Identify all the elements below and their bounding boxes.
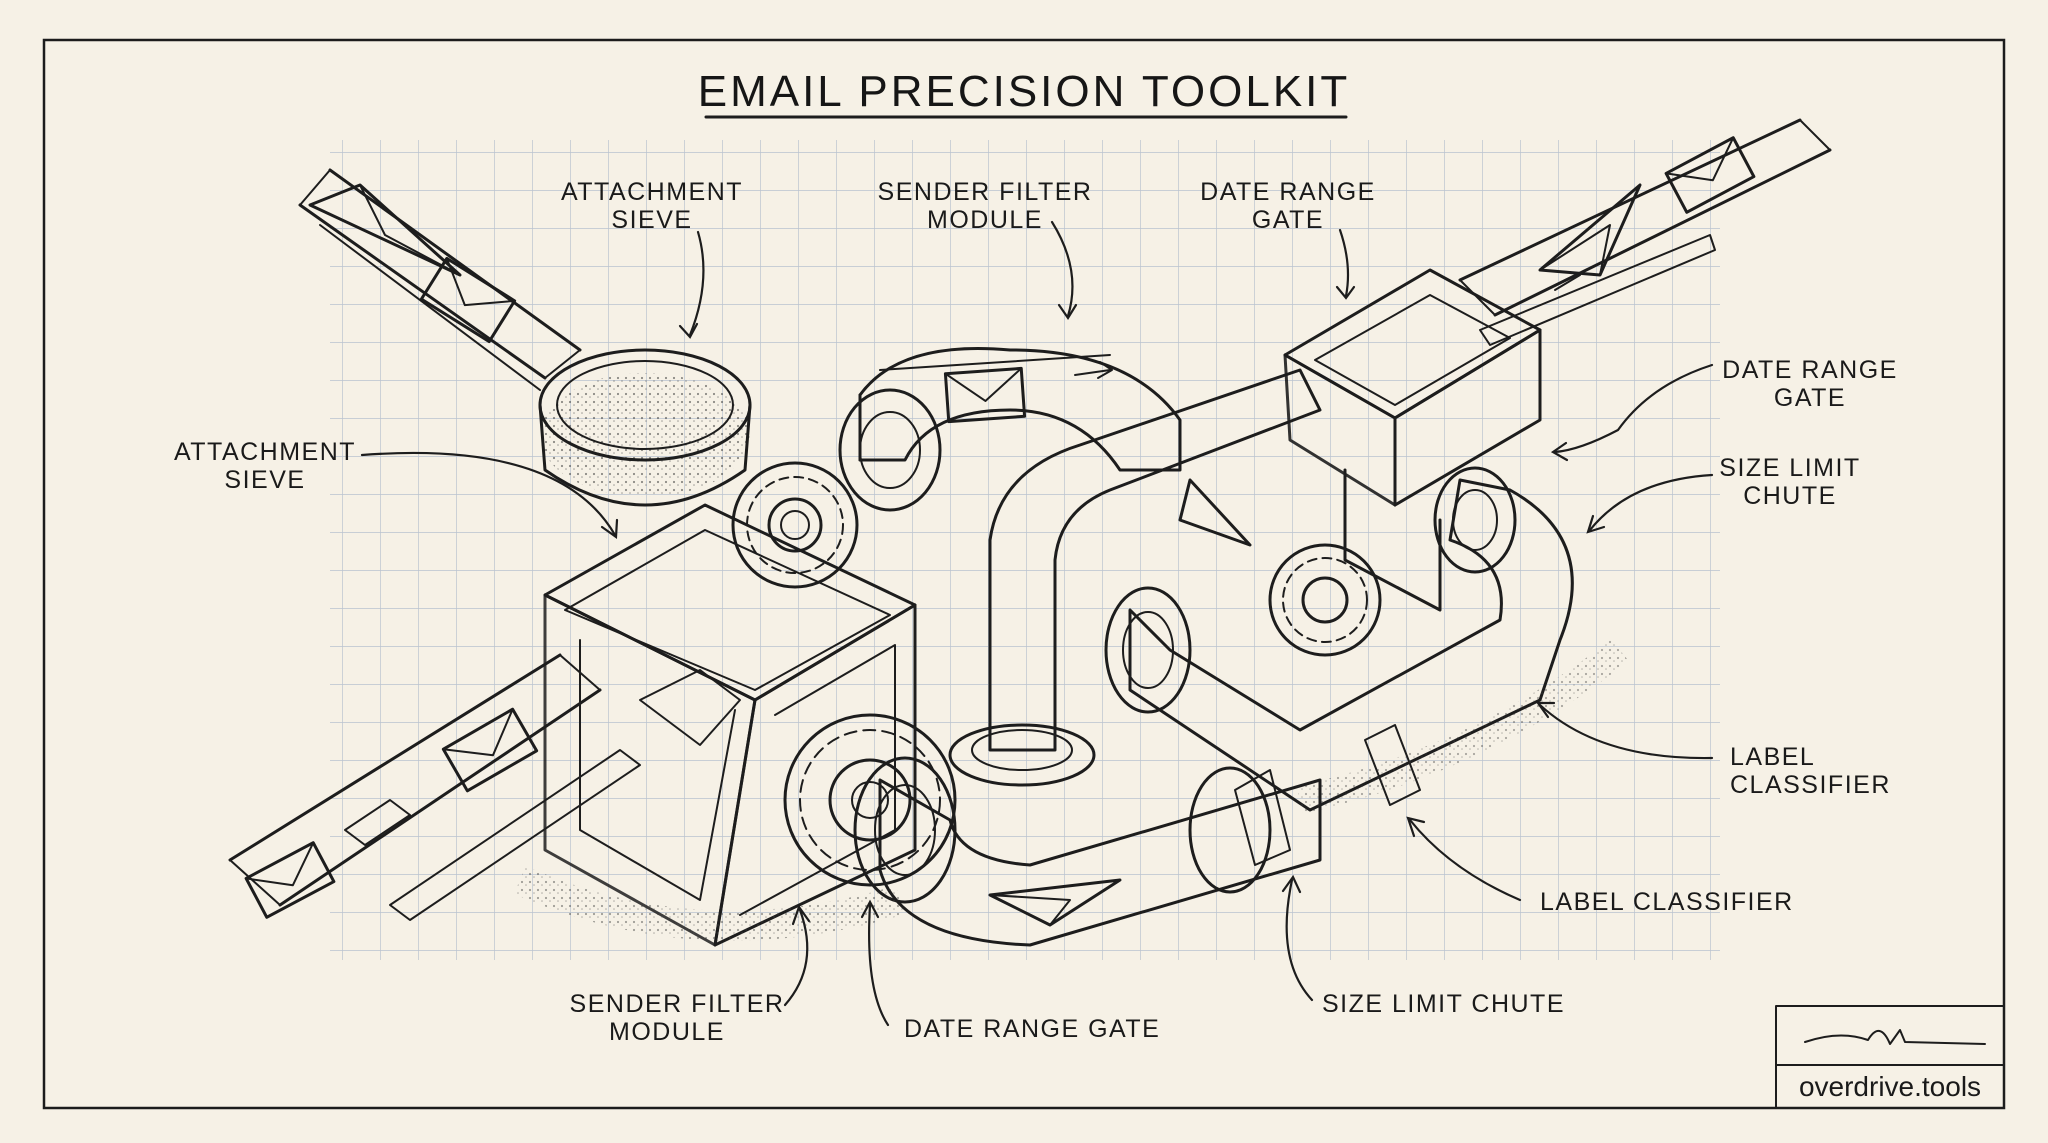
label-sender-filter-bottom: SENDER FILTER MODULE [570, 990, 785, 1046]
leader-line [1408, 818, 1522, 902]
svg-text:SIZE LIMIT: SIZE LIMIT [1719, 454, 1860, 482]
paper-plane-icon [1178, 478, 1252, 547]
central-riser-pipe [948, 368, 1322, 787]
signature-mark-icon [1804, 1029, 1986, 1045]
label-label-classifier-right: LABEL CLASSIFIER [1730, 743, 1891, 799]
signature-block: overdrive.tools [1775, 1005, 2005, 1109]
gear-icon [783, 713, 957, 887]
svg-text:SENDER FILTER: SENDER FILTER [878, 178, 1093, 206]
paper-plane-icon [308, 183, 462, 277]
label-attachment-sieve-top: ATTACHMENT SIEVE [561, 178, 743, 234]
svg-text:GATE: GATE [1252, 206, 1324, 234]
paper-plane-icon [1538, 183, 1642, 277]
label-size-limit-bottom: SIZE LIMIT CHUTE [1322, 990, 1565, 1018]
label-date-range-right: DATE RANGE GATE [1722, 356, 1898, 412]
envelope-icon [441, 707, 539, 793]
leader-line [1553, 363, 1714, 454]
bottom-left-track [228, 653, 641, 921]
label-label-classifier-lower: LABEL CLASSIFIER [1540, 888, 1794, 916]
leader-line [1538, 703, 1714, 760]
envelope-icon [943, 366, 1027, 424]
ground-shadow [1296, 638, 1629, 814]
svg-text:LABEL: LABEL [1730, 743, 1815, 771]
label-sender-filter-top: SENDER FILTER MODULE [878, 178, 1093, 234]
svg-text:ATTACHMENT: ATTACHMENT [561, 178, 743, 206]
gear-icon [1268, 543, 1382, 657]
attachment-sieve-frame [543, 503, 917, 947]
flow-arrow [1074, 369, 1111, 376]
label-size-limit-right: SIZE LIMIT CHUTE [1719, 454, 1860, 510]
svg-text:SENDER FILTER: SENDER FILTER [570, 990, 785, 1018]
leader-line [1588, 473, 1714, 532]
leader-line [1285, 878, 1314, 1002]
sieve-mesh-icon [556, 360, 734, 450]
svg-text:DATE RANGE: DATE RANGE [1722, 356, 1898, 384]
svg-text:CHUTE: CHUTE [1743, 482, 1837, 510]
attachment-sieve-bowl [538, 348, 752, 507]
svg-text:ATTACHMENT: ATTACHMENT [174, 438, 356, 466]
svg-text:GATE: GATE [1774, 384, 1846, 412]
signature-text: overdrive.tools [1799, 1071, 1981, 1102]
funnel-hopper-icon [1314, 294, 1511, 406]
leader-line [1338, 228, 1350, 298]
sender-filter-pipe [838, 346, 1182, 512]
paper-plane-icon [988, 878, 1122, 927]
svg-text:MODULE: MODULE [609, 1018, 725, 1046]
label-attachment-sieve-left: ATTACHMENT SIEVE [174, 438, 356, 494]
top-right-track [1458, 118, 1832, 346]
sheet-border [42, 38, 2006, 1110]
leader-line [868, 903, 890, 1027]
label-date-range-bottom: DATE RANGE GATE [904, 1015, 1160, 1043]
ground-shadow [513, 866, 905, 941]
envelope-icon [1664, 136, 1756, 214]
label-date-range-top: DATE RANGE GATE [1200, 178, 1376, 234]
blueprint-grid [330, 140, 1720, 960]
size-limit-chute-pipe [1104, 466, 1574, 866]
leader-line [1050, 220, 1074, 318]
svg-text:MODULE: MODULE [927, 206, 1043, 234]
svg-text:SIEVE: SIEVE [224, 466, 305, 494]
svg-text:CLASSIFIER: CLASSIFIER [1730, 771, 1891, 799]
svg-text:SIEVE: SIEVE [611, 206, 692, 234]
flow-arrow [1097, 361, 1113, 379]
envelope-icon [244, 841, 336, 919]
leader-line [688, 230, 705, 337]
leader-line [783, 908, 809, 1007]
page-title: EMAIL PRECISION TOOLKIT [698, 67, 1351, 116]
flow-arrow [1554, 274, 1581, 291]
envelope-icon [419, 256, 517, 344]
svg-text:DATE RANGE: DATE RANGE [1200, 178, 1376, 206]
leader-line [360, 451, 617, 537]
date-range-hopper [1283, 268, 1542, 612]
